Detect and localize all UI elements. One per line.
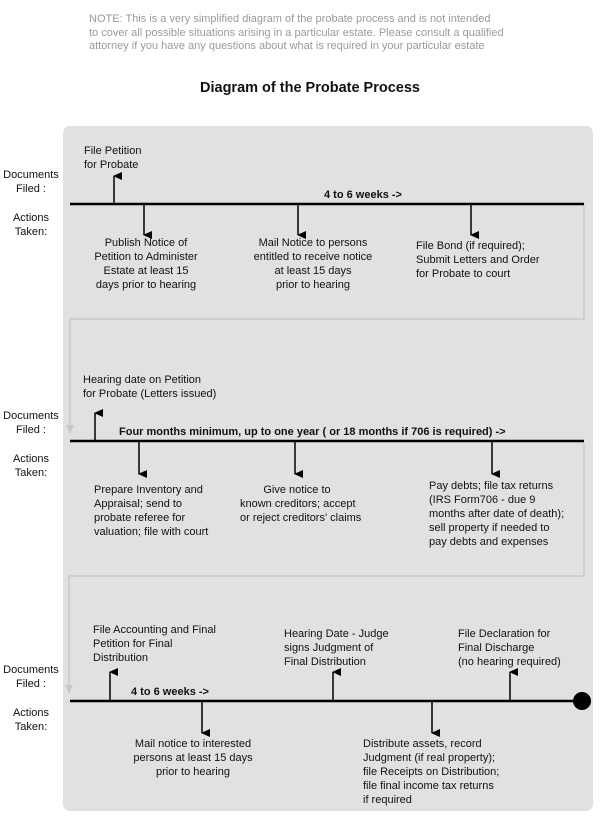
stage2-action: Pay debts; file tax returns (IRS Form706… bbox=[429, 480, 565, 548]
stage1-action: Mail Notice to persons entitled to recei… bbox=[253, 237, 373, 291]
stage3-action: Distribute assets, record Judgment (if r… bbox=[363, 738, 500, 806]
stage3-timeline-label: 4 to 6 weeks -> bbox=[131, 686, 209, 698]
actions-taken-label: Actions Taken: bbox=[12, 707, 50, 733]
documents-filed-label: Documents Filed : bbox=[3, 664, 59, 690]
stage-connector bbox=[65, 443, 585, 694]
stage2-action: Prepare Inventory and Appraisal; send to… bbox=[94, 484, 209, 538]
actions-taken-label: Actions Taken: bbox=[12, 212, 50, 238]
documents-filed-label: Documents Filed : bbox=[3, 410, 59, 436]
note-line: NOTE: This is a very simplified diagram … bbox=[89, 13, 491, 25]
documents-filed-label: Documents Filed : bbox=[3, 169, 59, 195]
note-line: to cover all possible situations arising… bbox=[89, 26, 504, 39]
stage-connector bbox=[66, 206, 585, 434]
stage3-document: File Accounting and Final Petition for F… bbox=[93, 624, 216, 664]
diagram-panel bbox=[63, 126, 593, 811]
stage2-document: Hearing date on Petition for Probate (Le… bbox=[83, 374, 217, 400]
stage1-action: File Bond (if required); Submit Letters … bbox=[416, 240, 540, 280]
note-line: attorney if you have any questions about… bbox=[89, 40, 485, 52]
actions-taken-label: Actions Taken: bbox=[12, 453, 50, 479]
diagram-title: Diagram of the Probate Process bbox=[200, 80, 420, 96]
stage1-timeline-label: 4 to 6 weeks -> bbox=[324, 189, 402, 201]
stage3-document: File Declaration for Final Discharge (no… bbox=[458, 628, 561, 668]
stage1-action: Publish Notice of Petition to Administer… bbox=[94, 237, 198, 291]
stage3-document: Hearing Date - Judge signs Judgment of F… bbox=[284, 628, 389, 668]
stage3-action: Mail notice to interested persons at lea… bbox=[133, 738, 253, 778]
disclaimer-note: NOTE: This is a very simplified diagram … bbox=[89, 13, 559, 54]
stage2-action: Give notice to known creditors; accept o… bbox=[240, 484, 362, 524]
stage2-timeline-label: Four months minimum, up to one year ( or… bbox=[119, 426, 506, 438]
stage1-document: File Petition for Probate bbox=[84, 145, 142, 171]
end-point bbox=[573, 692, 591, 710]
